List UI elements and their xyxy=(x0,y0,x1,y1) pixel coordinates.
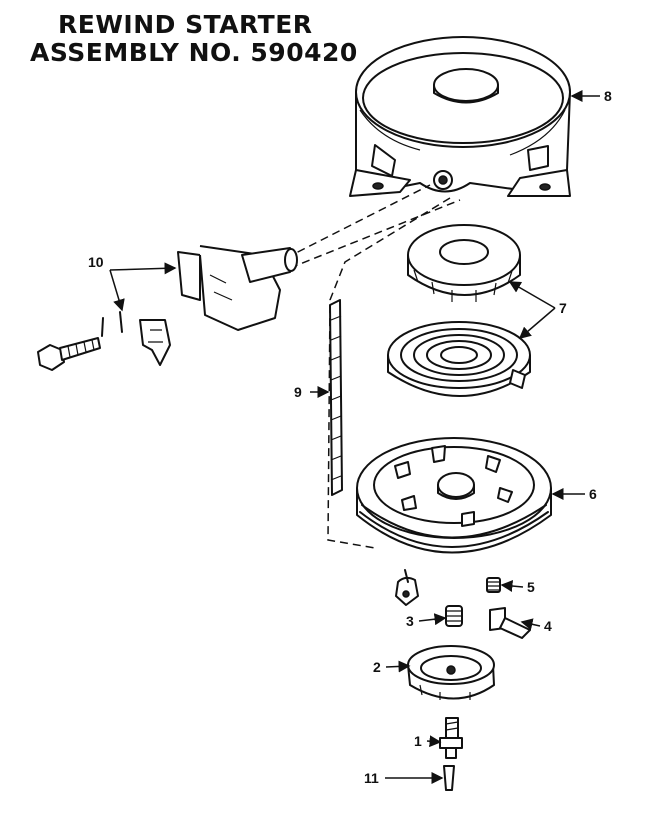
callout-10: 10 xyxy=(88,254,104,270)
callout-2: 2 xyxy=(373,659,381,675)
part-5-spring xyxy=(486,577,501,593)
callout-numbers: 8 7 10 9 6 5 4 3 2 1 11 xyxy=(88,88,612,786)
assembly-guide-lines xyxy=(285,184,461,549)
screw xyxy=(37,337,101,371)
callout-8: 8 xyxy=(604,88,612,104)
part-3-spring xyxy=(445,605,463,627)
part-8-starter-housing xyxy=(349,36,571,197)
callout-1: 1 xyxy=(414,733,422,749)
diagram-title-line-2: ASSEMBLY NO. 590420 xyxy=(30,38,358,67)
leader-lines xyxy=(109,90,600,784)
part-10-starter-handle-assembly xyxy=(37,245,298,371)
callout-6: 6 xyxy=(589,486,597,502)
diagram-title-line-1: REWIND STARTER xyxy=(58,10,313,39)
part-4-brake-spring xyxy=(489,607,531,639)
part-9-starter-rope xyxy=(329,299,343,496)
part-1-center-screw xyxy=(439,717,463,759)
part-7-spring-and-cup xyxy=(387,224,531,397)
callout-4: 4 xyxy=(544,618,552,634)
part-6-pulley xyxy=(356,437,552,554)
part-11-pin xyxy=(443,765,455,791)
callout-5: 5 xyxy=(527,579,535,595)
callout-3: 3 xyxy=(406,613,414,629)
callout-11: 11 xyxy=(364,770,379,786)
callout-9: 9 xyxy=(294,384,302,400)
part-ratchet-pawl xyxy=(395,569,419,606)
part-2-retainer xyxy=(407,645,495,700)
callout-7: 7 xyxy=(559,300,567,316)
